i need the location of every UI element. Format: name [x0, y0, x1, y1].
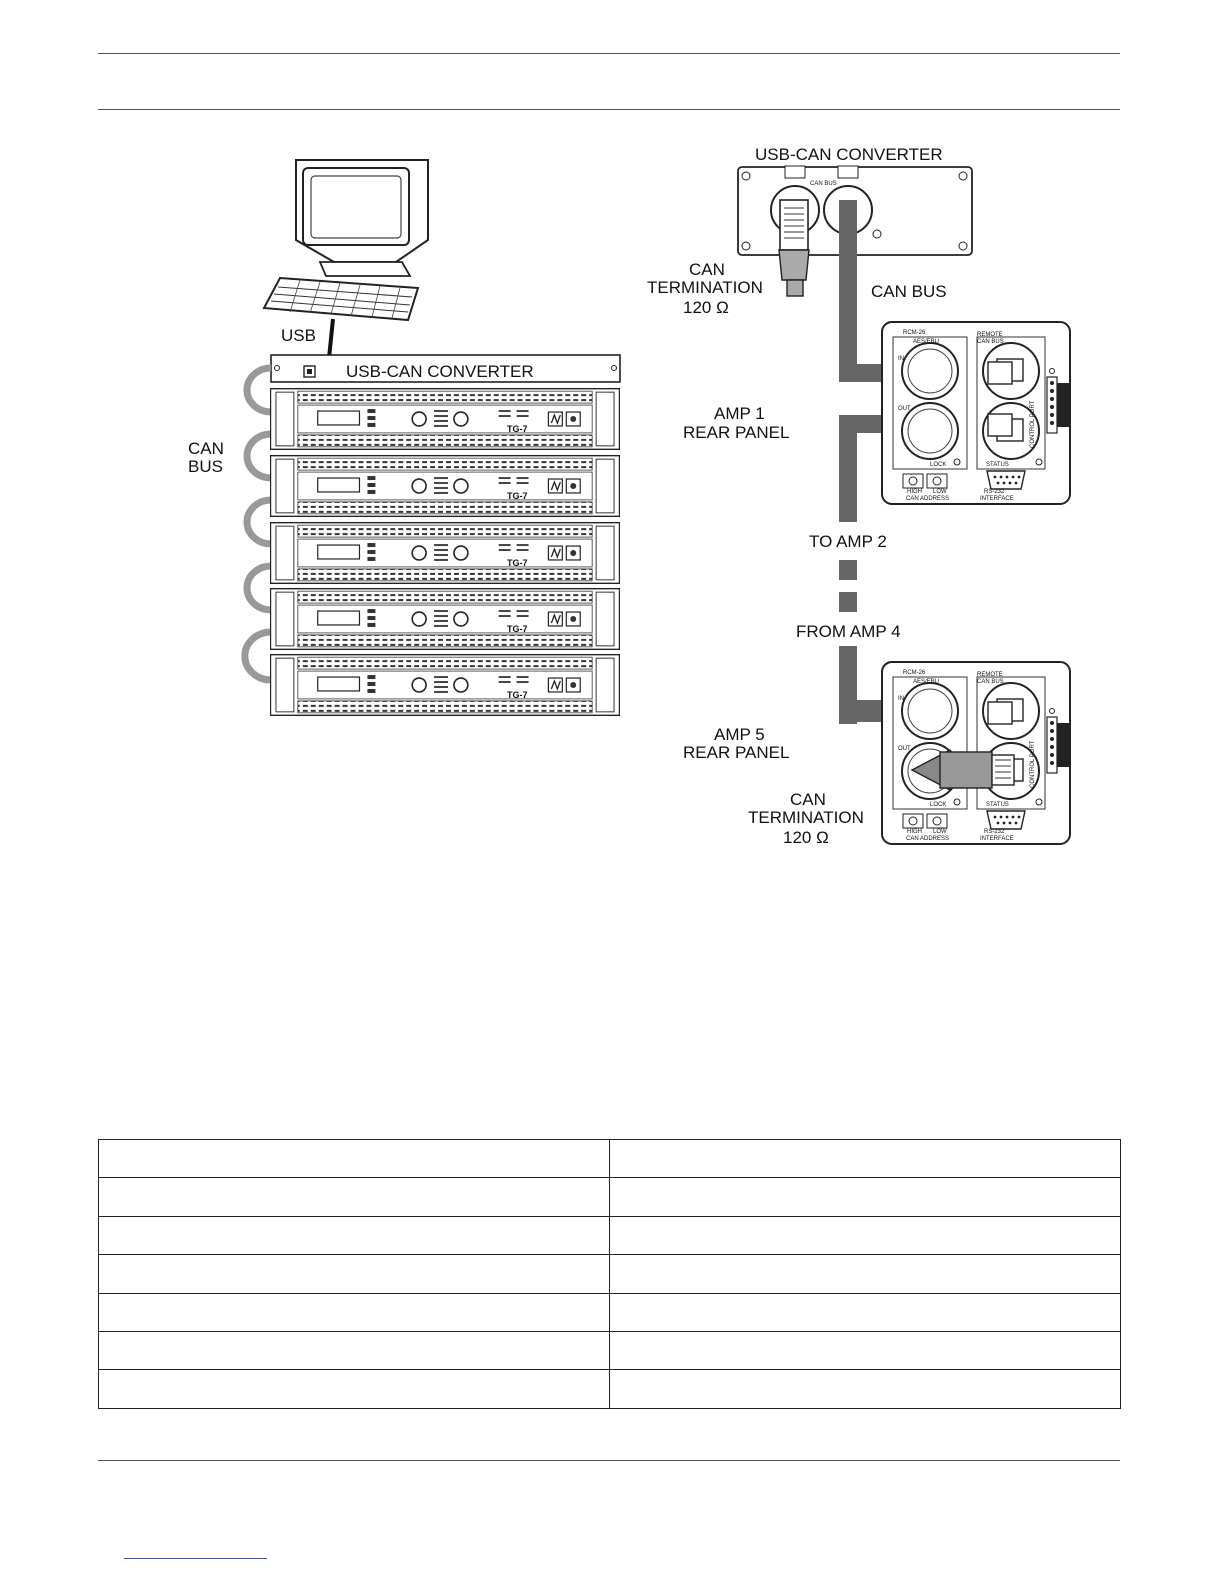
- table-cell: [99, 1255, 610, 1293]
- panel-remote-line2: CAN BUS: [977, 679, 1004, 685]
- footer-link-underline[interactable]: [124, 1558, 267, 1559]
- termination-bottom-line1: CAN: [790, 790, 826, 809]
- table-cell: [610, 1255, 1121, 1293]
- table-cell: [610, 1216, 1121, 1254]
- panel-remote-line1: REMOTE: [977, 332, 1003, 338]
- table-cell: [610, 1370, 1121, 1408]
- table-row: [99, 1331, 1121, 1369]
- amplifier-stack: [270, 389, 619, 716]
- panel-aes: AES/EBU: [913, 679, 939, 685]
- footer-rule: [98, 1460, 1120, 1461]
- converter-label: USB-CAN CONVERTER: [346, 362, 534, 381]
- panel-remote-line2: CAN BUS: [977, 339, 1004, 345]
- converter-port-label: CAN BUS: [810, 181, 837, 187]
- table-cell: [99, 1293, 610, 1331]
- panel-in: IN: [898, 696, 904, 702]
- table-cell: [610, 1331, 1121, 1369]
- amp-model-label: TG-7: [507, 424, 528, 434]
- panel-status: STATUS: [986, 802, 1009, 808]
- panel-remote-line1: REMOTE: [977, 672, 1003, 678]
- table-cell: [610, 1293, 1121, 1331]
- can-bus-label: CAN BUS: [871, 282, 947, 301]
- can-bus-loops: [245, 368, 271, 680]
- amp-model-label: TG-7: [507, 624, 528, 634]
- panel-high: HIGH: [907, 829, 922, 835]
- table-row: [99, 1178, 1121, 1216]
- computer-icon: [264, 160, 428, 320]
- converter-title: USB-CAN CONVERTER: [755, 145, 943, 164]
- panel-can-address: CAN ADDRESS: [906, 836, 949, 842]
- table-cell: [99, 1178, 610, 1216]
- table-row: [99, 1255, 1121, 1293]
- amplifier-5: [270, 655, 619, 716]
- from-amp4-label: FROM AMP 4: [796, 622, 901, 641]
- panel-status: STATUS: [986, 462, 1009, 468]
- panel-out: OUT: [898, 406, 911, 412]
- table-cell: [99, 1140, 610, 1178]
- amp5-remote-plugs: [988, 702, 1012, 724]
- panel-rs232: RS-232: [984, 489, 1005, 495]
- panel-can-address: CAN ADDRESS: [906, 496, 949, 502]
- amplifier-2: [270, 456, 619, 517]
- termination-bottom-line3: 120 Ω: [783, 828, 829, 847]
- termination-plug-top: [779, 200, 809, 296]
- panel-lock: LOCK: [930, 462, 946, 468]
- table-cell: [99, 1370, 610, 1408]
- panel-interface: INTERFACE: [980, 496, 1014, 502]
- usb-label: USB: [281, 326, 316, 345]
- panel-control-port: CONTROL PORT: [1030, 400, 1036, 448]
- amplifier-3: [270, 523, 619, 584]
- panel-high: HIGH: [907, 489, 922, 495]
- panel-in: IN: [898, 356, 904, 362]
- amplifier-4: [270, 589, 619, 650]
- table-row: [99, 1140, 1121, 1178]
- table-row: [99, 1370, 1121, 1408]
- termination-top-line2: TERMINATION: [647, 278, 763, 297]
- connection-diagram: USB USB-CAN CONVERTER CAN BUS TG-7 TG-7 …: [0, 0, 1224, 880]
- panel-interface: INTERFACE: [980, 836, 1014, 842]
- amp1-label-line2: REAR PANEL: [683, 423, 789, 442]
- panel-aes: AES/EBU: [913, 339, 939, 345]
- table-cell: [610, 1140, 1121, 1178]
- termination-top-line1: CAN: [689, 260, 725, 279]
- to-amp2-label: TO AMP 2: [809, 532, 887, 551]
- spec-table: [98, 1139, 1121, 1409]
- termination-top-line3: 120 Ω: [683, 298, 729, 317]
- panel-lock: LOCK: [930, 802, 946, 808]
- amp-model-label: TG-7: [507, 491, 528, 501]
- table-cell: [99, 1331, 610, 1369]
- amp-model-label: TG-7: [507, 558, 528, 568]
- amp1-rear-panel: [882, 322, 1070, 504]
- amp-model-label: TG-7: [507, 690, 528, 700]
- amp5-label-line1: AMP 5: [714, 725, 765, 744]
- termination-bottom-line2: TERMINATION: [748, 808, 864, 827]
- panel-out: OUT: [898, 746, 911, 752]
- amp1-label-line1: AMP 1: [714, 404, 765, 423]
- panel-low: LOW: [933, 489, 947, 495]
- panel-model: RCM-26: [903, 670, 926, 676]
- table-row: [99, 1216, 1121, 1254]
- panel-rs232: RS-232: [984, 829, 1005, 835]
- amp5-label-line2: REAR PANEL: [683, 743, 789, 762]
- table-cell: [610, 1178, 1121, 1216]
- panel-low: LOW: [933, 829, 947, 835]
- amplifier-1: [270, 389, 619, 450]
- panel-model: RCM-26: [903, 330, 926, 336]
- can-bus-label-line2: BUS: [188, 457, 223, 476]
- table-cell: [99, 1216, 610, 1254]
- panel-control-port: CONTROL PORT: [1030, 740, 1036, 788]
- can-bus-label-line1: CAN: [188, 439, 224, 458]
- table-row: [99, 1293, 1121, 1331]
